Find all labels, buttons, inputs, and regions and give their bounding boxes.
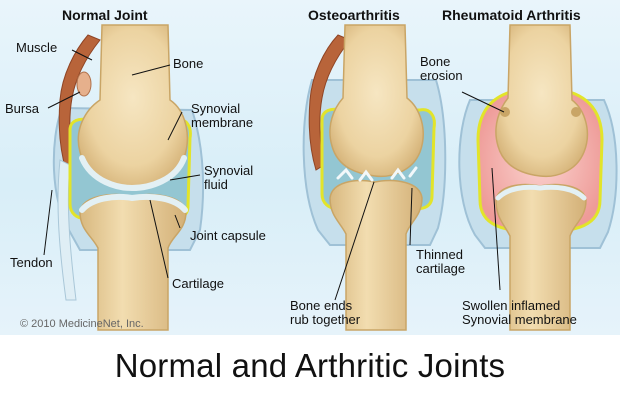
page-title: Normal and Arthritic Joints [114, 347, 506, 384]
ra-erosion-left [500, 107, 510, 117]
label-bone-erosion-line2: erosion [420, 68, 463, 83]
normal-lower-cartilage [79, 193, 188, 213]
label-thinned-cartilage-line1: Thinned [416, 247, 463, 262]
oa-worn-cartilage [336, 166, 418, 182]
normal-tendon-shape [57, 159, 77, 301]
label-swollen-line2: Synovial membrane [462, 312, 577, 327]
copyright-notice: © 2010 MedicineNet, Inc. [20, 318, 144, 330]
rheumatoid-arthritis-title: Rheumatoid Arthritis [442, 7, 581, 23]
ra-leader-lines [461, 91, 505, 291]
ra-lower-bone [495, 183, 587, 331]
label-bone-erosion-line1: Bone [420, 54, 451, 69]
normal-joint-title: Normal Joint [62, 7, 148, 23]
label-synovial-membrane-line1: Synovial [191, 101, 241, 116]
joint-illustrations [43, 24, 618, 331]
label-synovial-fluid-line2: fluid [204, 177, 228, 192]
label-tendon: Tendon [10, 255, 53, 270]
normal-bursa-shape [76, 71, 92, 97]
normal-upper-bone [77, 24, 189, 188]
label-bone-ends-line2: rub together [290, 312, 361, 327]
oa-leader-lines [334, 181, 413, 301]
label-synovial-fluid-line1: Synovial [204, 163, 254, 178]
osteoarthritis-illustration [302, 24, 447, 331]
label-synovial-membrane-line2: membrane [191, 115, 254, 130]
label-bursa: Bursa [5, 101, 39, 116]
ra-upper-bone [495, 24, 589, 178]
label-swollen-line1: Swollen inflamed [462, 298, 561, 313]
label-muscle: Muscle [16, 40, 58, 55]
label-thinned-cartilage-line2: cartilage [416, 261, 466, 276]
ra-erosion-right [571, 107, 581, 117]
oa-upper-bone [329, 24, 424, 178]
label-cartilage: Cartilage [172, 276, 225, 291]
label-bone: Bone [173, 56, 204, 71]
normal-lower-bone [79, 193, 187, 331]
label-joint-capsule: Joint capsule [190, 228, 266, 243]
normal-joint-illustration [43, 24, 205, 331]
normal-leader-lines [43, 49, 201, 279]
normal-upper-cartilage [79, 155, 187, 192]
label-bone-ends-line1: Bone ends [290, 298, 353, 313]
osteoarthritis-title: Osteoarthritis [308, 7, 400, 23]
ra-lower-cartilage [495, 184, 587, 201]
rheumatoid-illustration [458, 24, 618, 331]
